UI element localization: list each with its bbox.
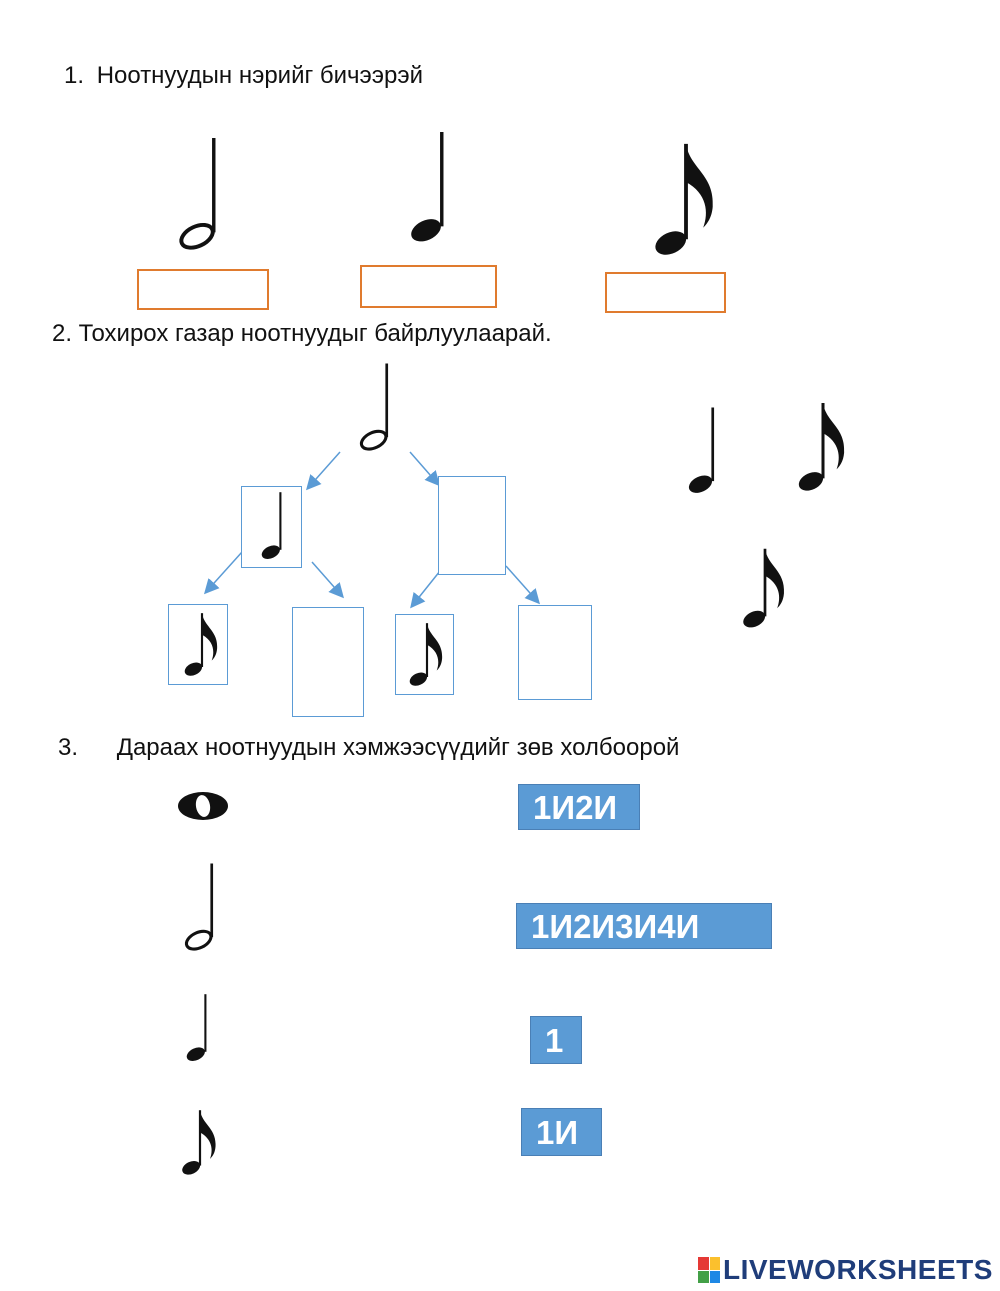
count-box-4[interactable]: 1И [521, 1108, 602, 1156]
answer-box-1[interactable] [137, 269, 269, 310]
question-3-number: 3. [58, 734, 79, 761]
quarter-note-icon [250, 491, 294, 563]
tree-box-level2-4[interactable] [518, 605, 592, 700]
answer-box-3[interactable] [605, 272, 726, 313]
question-1-number: 1. [64, 62, 85, 89]
logo-mark-icon [698, 1257, 720, 1283]
tree-box-level2-2[interactable] [292, 607, 364, 717]
half-note-icon [350, 362, 402, 454]
eighth-note-icon[interactable] [736, 546, 794, 634]
eighth-note-icon [179, 611, 225, 681]
eighth-note-icon[interactable] [176, 1108, 224, 1180]
count-box-1[interactable]: 1И2И [518, 784, 640, 830]
liveworksheets-logo: LIVEWORKSHEETS [698, 1254, 993, 1285]
eighth-note-icon[interactable] [792, 400, 854, 498]
question-1-text: Ноотнуудын нэрийг бичээрэй [96, 62, 424, 89]
logo-text: LIVEWORKSHEETS [723, 1254, 993, 1285]
tree-box-level1-right[interactable] [438, 476, 506, 575]
tree-box-level2-3[interactable] [395, 614, 454, 695]
answer-box-2[interactable] [360, 265, 497, 308]
question-3-text: Дараах ноотнуудын хэмжээсүүдийг зөв холб… [116, 734, 680, 761]
count-box-3[interactable]: 1 [530, 1016, 582, 1064]
half-note-icon[interactable] [172, 862, 230, 954]
quarter-note-icon [398, 130, 458, 248]
question-2-title: 2. Тохирох газар ноотнуудыг байрлуулаара… [52, 320, 552, 347]
eighth-note-icon [404, 621, 450, 691]
question-3-title: 3. Дараах ноотнуудын хэмжээсүүдийг зөв х… [58, 734, 679, 762]
count-box-2[interactable]: 1И2И3И4И [516, 903, 772, 949]
tree-arrows [203, 451, 540, 609]
quarter-note-icon[interactable] [676, 406, 728, 498]
tree-box-level2-1[interactable] [168, 604, 228, 685]
half-note-icon [170, 136, 230, 254]
eighth-note-icon [646, 140, 726, 264]
tree-box-level1-left[interactable] [241, 486, 302, 568]
question-1-title: 1. Ноотнуудын нэрийг бичээрэй [64, 62, 423, 90]
quarter-note-icon[interactable] [176, 993, 218, 1065]
whole-note-icon[interactable] [176, 790, 230, 822]
